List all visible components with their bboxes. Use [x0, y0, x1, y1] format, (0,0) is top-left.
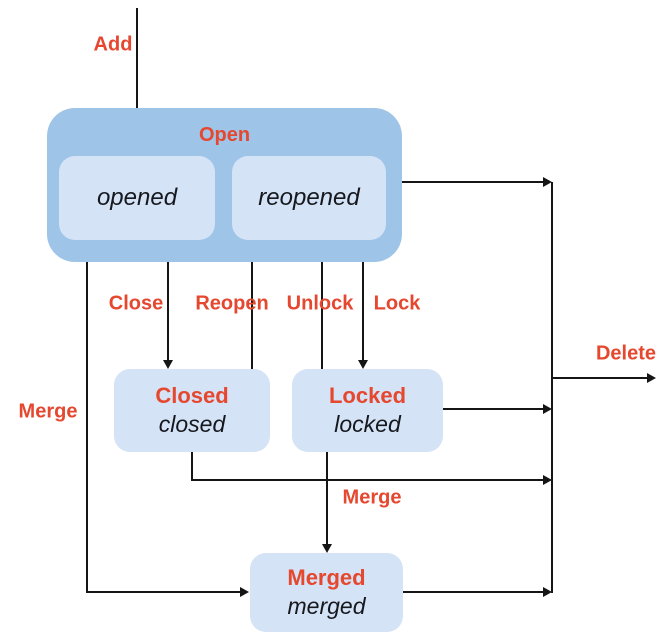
- state-reopened: reopened: [232, 156, 386, 240]
- state-opened: opened: [59, 156, 215, 240]
- state-merged: Merged merged: [250, 553, 403, 632]
- edge-unlock-label: Unlock: [286, 292, 354, 315]
- edge-merged-delete-line: [403, 591, 544, 593]
- state-closed-subtitle: closed: [158, 410, 226, 437]
- state-locked-subtitle: locked: [334, 410, 401, 437]
- edge-lock-line: [362, 261, 364, 361]
- edge-close-arrowhead: [163, 360, 173, 369]
- edge-closed-delete-hline: [191, 479, 544, 481]
- edge-add-label: Add: [93, 33, 133, 56]
- edge-merge-locked-label: Merge: [342, 486, 402, 509]
- edge-lock-label: Lock: [373, 292, 421, 315]
- edge-open-delete-line: [402, 181, 544, 183]
- state-closed: Closed closed: [114, 369, 270, 452]
- edge-lock-arrowhead: [358, 360, 368, 369]
- state-reopened-label: reopened: [258, 184, 360, 211]
- state-locked-title: Locked: [328, 383, 407, 409]
- edge-merged-delete-arrowhead: [543, 587, 552, 597]
- edge-add-line: [136, 8, 138, 148]
- edge-locked-delete-line: [443, 408, 544, 410]
- state-closed-title: Closed: [155, 383, 229, 409]
- edge-close-label: Close: [108, 292, 164, 315]
- edge-merge-locked-arrowhead: [322, 544, 332, 553]
- edge-closed-delete-vline: [191, 452, 193, 481]
- edge-reopen-line: [251, 249, 253, 369]
- edge-merge-locked-line: [326, 452, 328, 545]
- edge-delete-label: Delete: [595, 342, 657, 365]
- edge-merge-open-label: Merge: [18, 400, 78, 423]
- delete-bus-line: [551, 182, 553, 593]
- edge-delete-line: [552, 377, 648, 379]
- state-merged-subtitle: merged: [287, 592, 366, 619]
- edge-unlock-line: [321, 249, 323, 369]
- edge-merge-open-vline: [86, 261, 88, 593]
- edge-locked-delete-arrowhead: [543, 404, 552, 414]
- edge-merge-open-arrowhead: [240, 587, 249, 597]
- state-open-group: Open opened reopened: [47, 108, 402, 262]
- state-locked: Locked locked: [292, 369, 443, 452]
- edge-delete-arrowhead: [647, 373, 656, 383]
- edge-merge-open-hline: [86, 591, 241, 593]
- edge-closed-delete-arrowhead: [543, 475, 552, 485]
- state-opened-label: opened: [96, 184, 178, 211]
- edge-open-delete-arrowhead: [543, 177, 552, 187]
- edge-close-line: [167, 261, 169, 361]
- state-merged-title: Merged: [287, 565, 366, 591]
- edge-reopen-label: Reopen: [195, 292, 269, 315]
- state-open-group-label: Open: [198, 124, 251, 146]
